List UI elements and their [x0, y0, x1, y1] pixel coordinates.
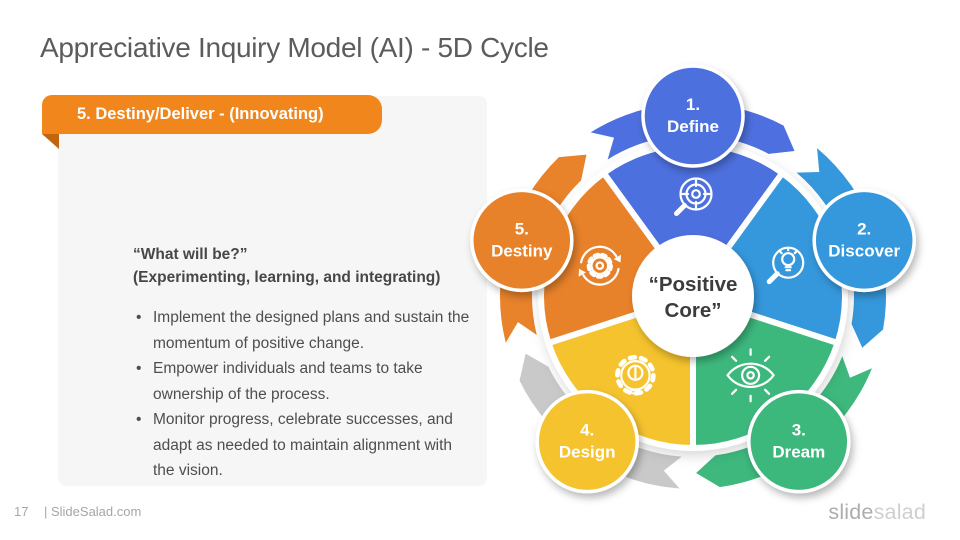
stage-name-discover: Discover	[828, 241, 900, 260]
stage-nodes: 1. Define 2. Discover 3. Dream 4. Design 5. Desti…	[470, 64, 916, 494]
bullet-item: Monitor progress, celebrate successes, a…	[134, 407, 474, 484]
stage-name-dream: Dream	[772, 443, 825, 462]
footer-site-link: | SlideSalad.com	[44, 504, 142, 519]
cycle-arrow-discover	[796, 148, 887, 348]
core-label-line2: Core”	[665, 299, 722, 322]
stage-node-define: 1. Define	[641, 64, 745, 168]
page-title: Appreciative Inquiry Model (AI) - 5D Cyc…	[40, 32, 549, 63]
stage-name-define: Define	[667, 117, 719, 136]
stage-circle-define	[641, 64, 745, 168]
section-badge-label: 5. Destiny/Deliver - (Innovating)	[77, 105, 324, 123]
stage-number-dream: 3.	[792, 421, 806, 440]
stage-circle-design	[535, 389, 639, 494]
content-panel: “What will be?” (Experimenting, learning…	[58, 96, 487, 486]
subtitle-text: (Experimenting, learning, and integratin…	[133, 269, 441, 286]
cycle-arrow-design	[519, 353, 682, 489]
stage-circle-discover	[812, 188, 916, 293]
stage-number-design: 4.	[580, 421, 594, 440]
stage-circle-destiny	[470, 188, 574, 293]
bullet-item: Implement the designed plans and sustain…	[134, 305, 474, 356]
core-label-line1: “Positive	[649, 273, 738, 296]
stage-number-discover: 2.	[857, 219, 871, 238]
stage-node-discover: 2. Discover	[812, 188, 916, 293]
brand-logo-part1: slide	[828, 500, 874, 524]
stage-node-destiny: 5. Destiny	[470, 188, 574, 293]
bullet-list: Implement the designed plans and sustain…	[134, 305, 474, 484]
page-number: 17	[14, 504, 29, 519]
question-text: “What will be?”	[133, 246, 248, 263]
stage-node-design: 4. Design	[535, 389, 639, 494]
stage-name-design: Design	[559, 443, 616, 462]
stage-name-destiny: Destiny	[491, 241, 553, 260]
bullet-item: Empower individuals and teams to take ow…	[134, 356, 474, 407]
stage-number-define: 1.	[686, 95, 700, 114]
positive-core: “Positive Core”	[632, 235, 754, 357]
cycle-arrow-destiny	[499, 154, 587, 343]
5d-cycle-diagram: “Positive Core” 1. Define 2. Discover 3. Drea…	[470, 64, 916, 494]
section-badge: 5. Destiny/Deliver - (Innovating)	[42, 95, 382, 134]
badge-fold	[42, 134, 59, 149]
cycle-arrow-dream	[696, 356, 872, 488]
stage-number-destiny: 5.	[515, 219, 529, 238]
brand-logo-part2: salad	[873, 500, 926, 524]
question-block: “What will be?” (Experimenting, learning…	[133, 243, 440, 289]
core-circle	[632, 235, 754, 357]
brand-logo: slidesalad	[828, 500, 926, 525]
stage-circle-dream	[747, 389, 851, 494]
stage-node-dream: 3. Dream	[747, 389, 851, 494]
